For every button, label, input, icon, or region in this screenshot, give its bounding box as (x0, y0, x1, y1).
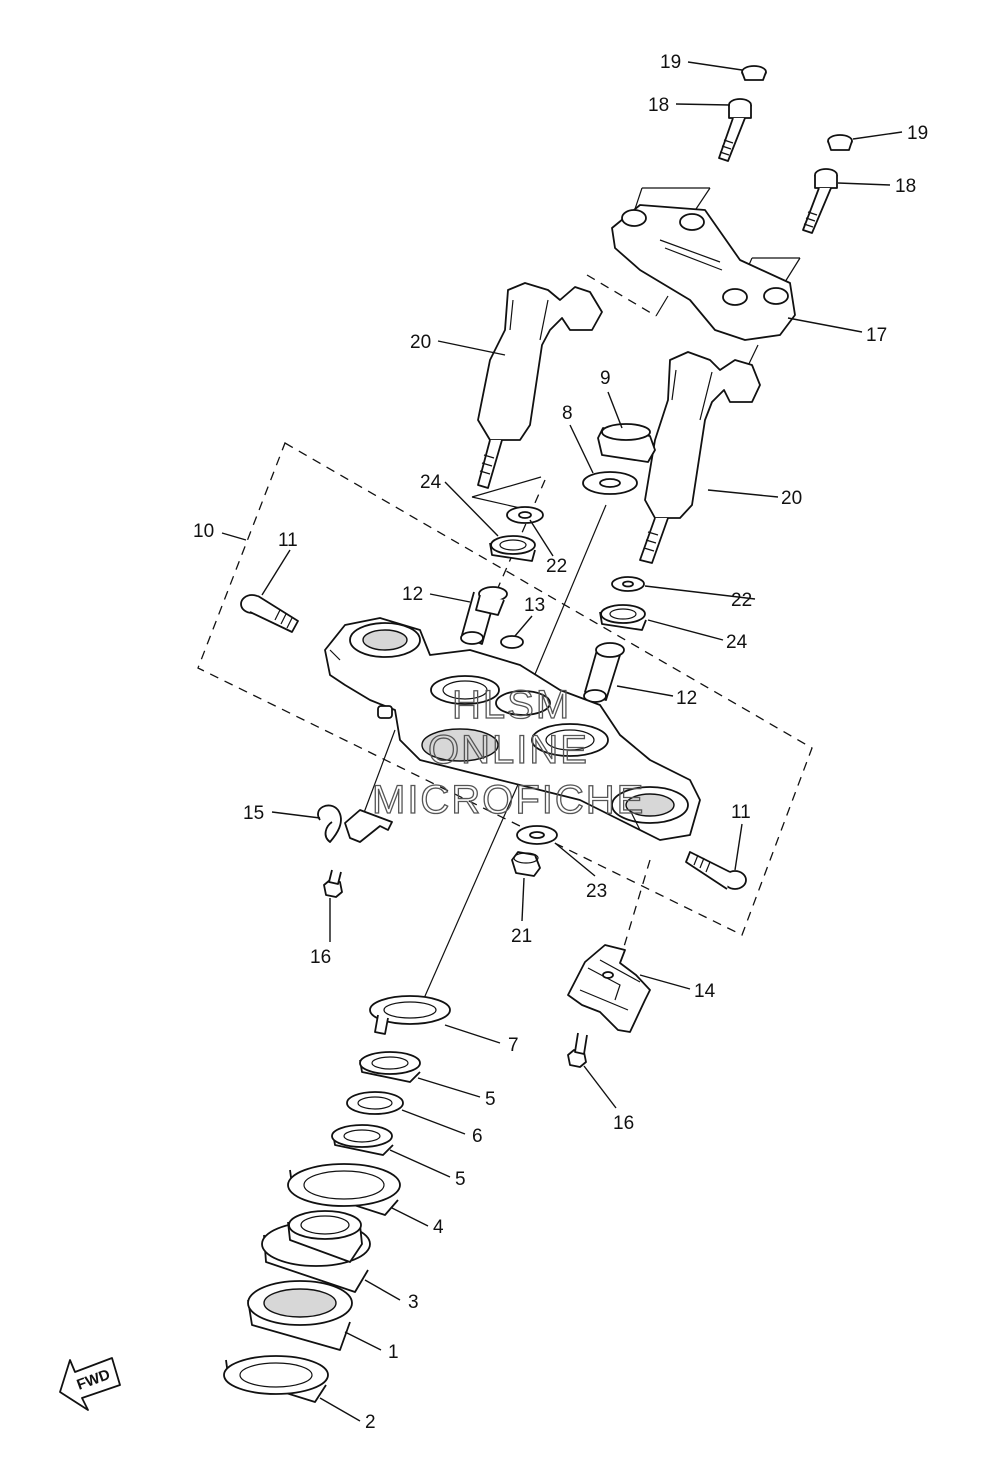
callout-15: 15 (243, 803, 264, 824)
watermark: HLSM ONLINE MICROFICHE (371, 682, 645, 822)
washer-22-left (506, 506, 544, 524)
seal-4 (287, 1163, 401, 1216)
callout-10: 10 (193, 521, 214, 542)
damper-12-left (460, 586, 508, 645)
callout-19-right: 19 (907, 123, 928, 144)
callout-3: 3 (408, 1292, 419, 1313)
collar-24-right (599, 604, 647, 631)
bolt-18-left (718, 98, 752, 162)
callout-13: 13 (524, 595, 545, 616)
guide-14 (567, 944, 651, 1033)
callout-16-left: 16 (310, 947, 331, 968)
lock-washer-7 (369, 995, 451, 1035)
callout-18-left: 18 (648, 95, 669, 116)
race-1 (247, 1280, 353, 1351)
bolt-16-right (567, 1032, 588, 1068)
collar-24-left (489, 535, 536, 562)
leader-lines (221, 61, 903, 1422)
holder-20-right (639, 351, 761, 564)
clip-15 (317, 804, 393, 843)
callout-9: 9 (600, 368, 611, 389)
callout-24-left: 24 (420, 472, 442, 493)
washer-6 (346, 1091, 404, 1115)
bolt-11-right (685, 851, 747, 890)
callout-11-left: 11 (278, 530, 298, 551)
callout-17: 17 (866, 325, 887, 346)
callout-24-right: 24 (726, 632, 748, 653)
washer-22-right (611, 576, 645, 592)
bearing-3 (261, 1210, 371, 1293)
ring-nut-5-lower (331, 1124, 394, 1156)
watermark-line-3: MICROFICHE (372, 778, 645, 822)
callout-6: 6 (472, 1126, 483, 1147)
upper-clamp-17 (611, 204, 796, 341)
callout-5-lower: 5 (455, 1169, 466, 1190)
watermark-line-1: HLSM (452, 683, 571, 727)
callout-22-left: 22 (546, 556, 567, 577)
callout-21: 21 (511, 926, 532, 947)
callout-labels: 19 18 19 18 17 20 9 8 24 20 10 11 22 12 … (193, 52, 928, 1433)
callout-20-right: 20 (781, 488, 802, 509)
fwd-arrow-icon: FWD (59, 1357, 121, 1411)
nut-21 (511, 851, 541, 877)
bolt-16-left (323, 869, 343, 898)
callout-23: 23 (586, 881, 607, 902)
callout-18-right: 18 (895, 176, 916, 197)
triple-clamp-10 (324, 617, 701, 841)
watermark-line-2: ONLINE (428, 728, 589, 772)
washer-8 (582, 471, 638, 495)
callout-12-right: 12 (676, 688, 697, 709)
holder-20-left (477, 282, 603, 489)
assembly-group-box (197, 442, 813, 936)
callout-20-left: 20 (410, 332, 431, 353)
cap-19-left (741, 65, 767, 81)
callout-11-right: 11 (731, 802, 751, 823)
callout-7: 7 (508, 1035, 519, 1056)
callout-8: 8 (562, 403, 573, 424)
bolt-11-left (240, 594, 299, 633)
callout-4: 4 (433, 1217, 444, 1238)
callout-19-left: 19 (660, 52, 681, 73)
bolt-18-right (802, 168, 838, 234)
seal-2 (223, 1355, 329, 1403)
callout-1: 1 (388, 1342, 399, 1363)
washer-23 (516, 825, 558, 845)
callout-12-left: 12 (402, 584, 423, 605)
nut-9 (597, 423, 656, 463)
ring-nut-5-upper (359, 1051, 421, 1083)
damper-12-right (583, 642, 625, 703)
cap-19-right (827, 134, 853, 151)
callout-2: 2 (365, 1412, 376, 1433)
pin-13 (500, 635, 524, 649)
callout-16-right: 16 (613, 1113, 634, 1134)
callout-5-upper: 5 (485, 1089, 496, 1110)
callout-14: 14 (694, 981, 716, 1002)
callout-22-right: 22 (731, 590, 752, 611)
